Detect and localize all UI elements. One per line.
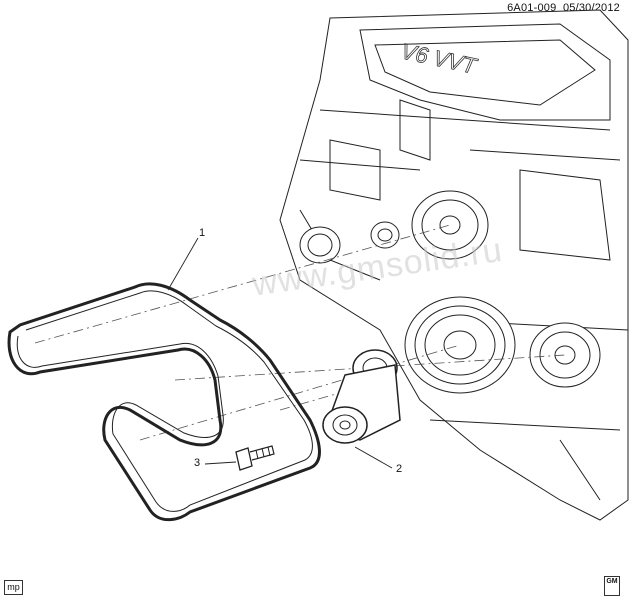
mp-mark: mp	[4, 580, 23, 595]
ac-compressor-pulley	[529, 322, 601, 388]
belt-tensioner	[322, 349, 401, 444]
leader-lines	[167, 237, 393, 469]
idler-pulley	[370, 221, 400, 249]
crankshaft-pulley	[404, 296, 516, 394]
callout-3: 3	[194, 457, 201, 469]
diagram-code: 6A01-009	[507, 2, 557, 14]
serpentine-belt	[7, 282, 321, 522]
engine-block	[279, 9, 629, 521]
water-pump-pulley	[411, 190, 489, 260]
callout-2: 2	[396, 463, 403, 475]
alternator-pulley	[299, 226, 341, 264]
diagram-header: 6A01-009 05/30/2012	[507, 2, 620, 14]
callout-1: 1	[199, 227, 206, 239]
tensioner-bolt	[235, 445, 275, 471]
gm-logo-mark: GM	[604, 576, 620, 596]
